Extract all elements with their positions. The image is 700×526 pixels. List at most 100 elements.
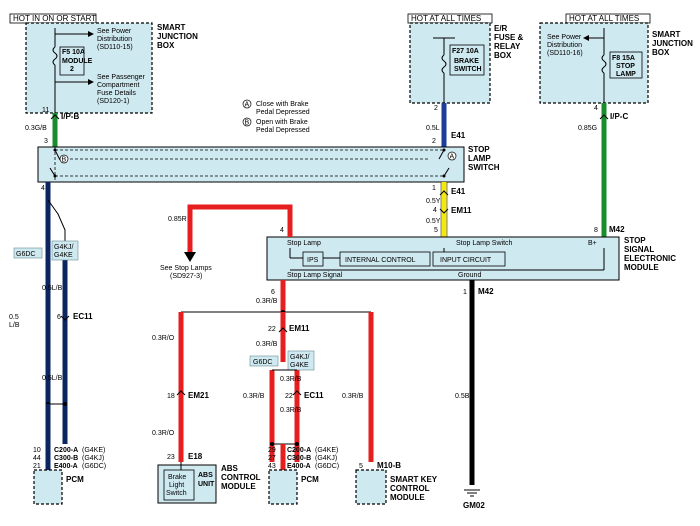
jbr-note1: See Power bbox=[547, 34, 582, 41]
ssm-title1: STOP bbox=[624, 236, 646, 245]
label-pin22b: 22 bbox=[285, 393, 293, 400]
sls-title3: SWITCH bbox=[468, 163, 500, 172]
pcml-pin2: 44 bbox=[33, 455, 41, 462]
label-05l: 0.5L bbox=[426, 125, 440, 132]
label-03rb-e: 0.3R/B bbox=[243, 393, 265, 400]
jbr-fuse-sub2: LAMP bbox=[616, 71, 636, 78]
er-header: HOT AT ALL TIMES bbox=[411, 14, 481, 23]
label-ip-b: I/P-B bbox=[61, 112, 79, 121]
pcmm-c3: E400-A bbox=[287, 463, 311, 470]
ssm-ips: IPS bbox=[307, 257, 319, 264]
legend-b2: Pedal Depressed bbox=[256, 127, 310, 134]
abs-inner3: Switch bbox=[166, 490, 187, 497]
label-03rb-c: 0.3R/B bbox=[256, 341, 278, 348]
abs-title2: CONTROL bbox=[221, 473, 261, 482]
label-05y-a: 0.5Y bbox=[426, 198, 441, 205]
pcml-pin1: 10 bbox=[33, 447, 41, 454]
jbr-note2: Distribution bbox=[547, 42, 582, 49]
sls-title1: STOP bbox=[468, 145, 490, 154]
label-03gb: 0.3G/B bbox=[25, 125, 47, 132]
abs-title3: MODULE bbox=[221, 482, 256, 491]
er-fuse-sub1: BRAKE bbox=[454, 58, 479, 65]
pcmm-pin2: 27 bbox=[268, 455, 276, 462]
pcmm-c2v: (G4KJ) bbox=[315, 455, 337, 462]
jbl-fuse-sub: MODULE bbox=[62, 58, 93, 65]
stop-signal-module: Stop Lamp Stop Lamp Switch B+ IPS INTERN… bbox=[266, 225, 676, 296]
label-e41-top: E41 bbox=[451, 131, 466, 140]
jbl-pin: 11 bbox=[42, 107, 49, 114]
sls-mark-a: A bbox=[450, 154, 455, 161]
connector-chevron bbox=[50, 114, 60, 120]
ssm-pin-6: 6 bbox=[271, 289, 275, 296]
ssm-pin-8: 8 bbox=[594, 227, 598, 234]
label-ip-c: I/P-C bbox=[610, 112, 628, 121]
label-05-a: 0.5 bbox=[9, 314, 19, 321]
jbl-title2: JUNCTION bbox=[157, 32, 198, 41]
sk-pin: 5 bbox=[359, 463, 363, 470]
label-085g: 0.85G bbox=[578, 125, 597, 132]
ssm-stop-lamp-signal: Stop Lamp Signal bbox=[287, 272, 343, 279]
sls-pin-4: 4 bbox=[41, 185, 45, 192]
abs-title1: ABS bbox=[221, 464, 239, 473]
jbr-title3: BOX bbox=[652, 48, 670, 57]
jbr-fuse-name: F8 15A bbox=[612, 55, 635, 62]
label-lb-a: L/B bbox=[9, 322, 20, 329]
label-g4kj-b1: G4KJ/ bbox=[290, 354, 310, 361]
abs-unit2: UNIT bbox=[198, 481, 215, 488]
label-ec11-r: EC11 bbox=[304, 391, 324, 400]
legend-b1: Open with Brake bbox=[256, 119, 308, 126]
sls-mark-b: B bbox=[62, 157, 67, 164]
ssm-internal-control: INTERNAL CONTROL bbox=[345, 257, 416, 264]
pcmm-c1v: (G4KE) bbox=[315, 447, 338, 454]
see-stop-lamps-2: (SD927-3) bbox=[170, 273, 202, 280]
label-g4kj-a1: G4KJ/ bbox=[54, 244, 74, 251]
label-03rb-d: 0.3R/B bbox=[280, 376, 302, 383]
sk-title2: CONTROL bbox=[390, 484, 430, 493]
ssm-stop-lamp-switch: Stop Lamp Switch bbox=[456, 240, 513, 247]
abs-unit1: ABS bbox=[198, 472, 213, 479]
jbr-note3: (SD110-16) bbox=[547, 50, 583, 57]
er-title4: BOX bbox=[494, 51, 512, 60]
label-05y-b: 0.5Y bbox=[426, 218, 441, 225]
legend-a2: Pedal Depressed bbox=[256, 109, 310, 116]
ssm-pin-1: 1 bbox=[463, 289, 467, 296]
ssm-bplus: B+ bbox=[588, 240, 597, 247]
jbl-note-b4: (SD120-1) bbox=[97, 98, 129, 105]
er-fuse-name: F27 10A bbox=[452, 48, 479, 55]
label-085r: 0.85R bbox=[168, 216, 187, 223]
legend-a-mark: A bbox=[245, 102, 250, 109]
label-03ro-a: 0.3R/O bbox=[152, 335, 175, 342]
pcmm-label: PCM bbox=[301, 475, 319, 484]
sk-connector: M10-B bbox=[377, 461, 401, 470]
label-pin6: 6 bbox=[57, 314, 61, 321]
sls-pin-2: 2 bbox=[432, 138, 436, 145]
label-pin4-em11: 4 bbox=[433, 207, 437, 214]
jbl-note-a2: Distribution bbox=[97, 36, 132, 43]
label-e41-mid: E41 bbox=[451, 187, 466, 196]
jbl-fuse-num: 2 bbox=[70, 66, 74, 73]
er-fuse-relay-box: HOT AT ALL TIMES F27 10A BRAKE SWITCH E/… bbox=[407, 13, 524, 112]
legend-b-mark: B bbox=[245, 120, 250, 127]
label-pin18: 18 bbox=[167, 393, 175, 400]
jbl-fuse-name: F5 10A bbox=[62, 49, 85, 56]
pcml-c2: C300-B bbox=[54, 455, 78, 462]
abs-control-module: 23 E18 Brake Light Switch ABS UNIT ABS C… bbox=[157, 452, 261, 504]
pcmm-pin1: 29 bbox=[268, 447, 276, 454]
abs-inner1: Brake bbox=[168, 474, 186, 481]
label-03rb-main: 0.3R/B bbox=[256, 298, 278, 305]
sls-title2: LAMP bbox=[468, 154, 491, 163]
label-pin3: 3 bbox=[44, 138, 48, 145]
pcm-mid: 29 27 43 C200-A (G4KE) C300-B (G4KJ) E40… bbox=[268, 442, 339, 505]
ground-symbol-icon bbox=[464, 489, 480, 497]
ssm-ground: Ground bbox=[458, 272, 481, 279]
ssm-title2: SIGNAL bbox=[624, 245, 654, 254]
ssm-title3: ELECTRONIC bbox=[624, 254, 676, 263]
label-em21: EM21 bbox=[188, 391, 209, 400]
label-pin22a: 22 bbox=[268, 326, 276, 333]
arrow-down-icon bbox=[184, 252, 196, 262]
abs-connector: E18 bbox=[188, 452, 203, 461]
jbr-fuse-sub1: STOP bbox=[616, 63, 635, 70]
label-g4kj-a2: G4KE bbox=[54, 252, 73, 259]
label-03rb-h: 0.3R/B bbox=[342, 393, 364, 400]
er-title3: RELAY bbox=[494, 42, 521, 51]
